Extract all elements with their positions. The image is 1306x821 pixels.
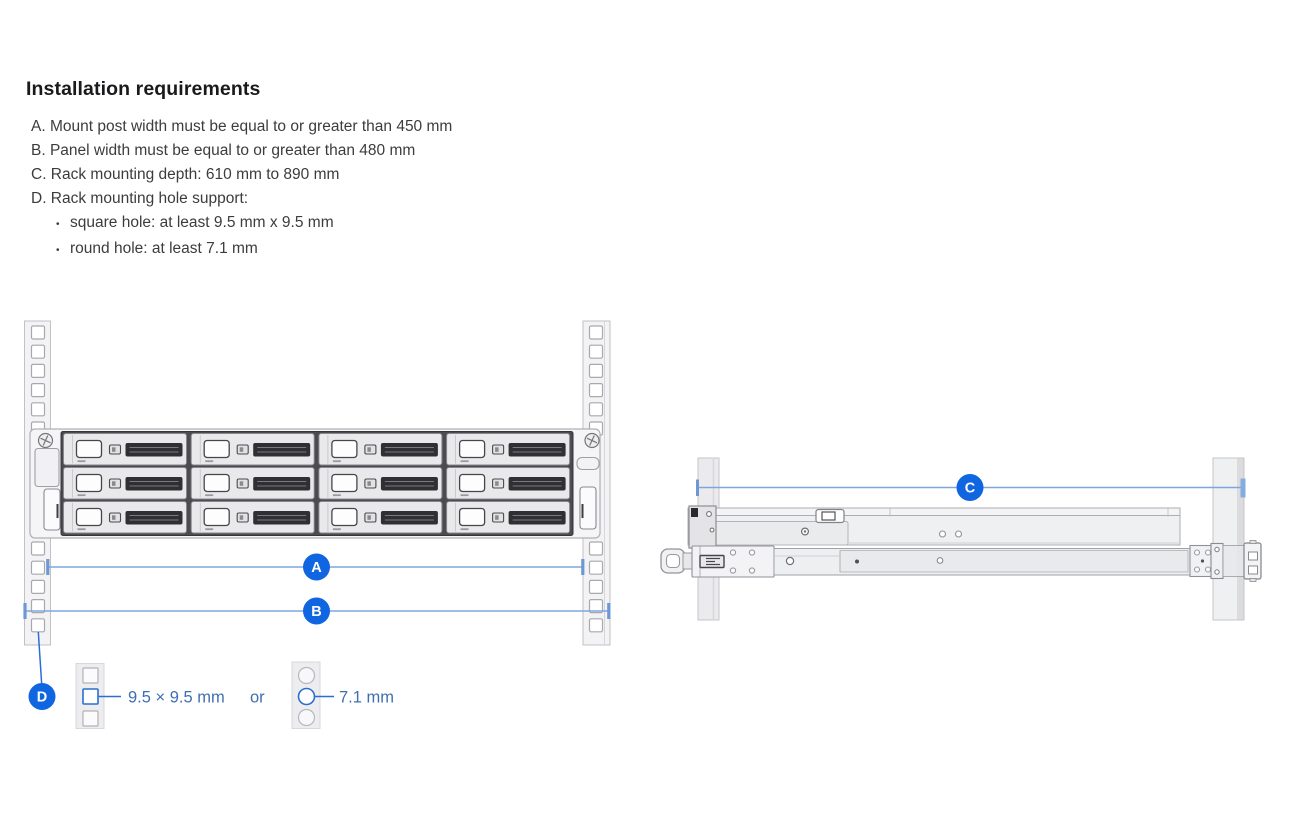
square-hole-text: square hole: at least 9.5 mm x 9.5 mm (70, 214, 334, 231)
highlighted-round-hole (297, 687, 316, 706)
sub-requirement-round-hole: • round hole: at least 7.1 mm (31, 237, 452, 263)
or-text: or (250, 689, 265, 707)
chassis-left-ear (34, 432, 61, 531)
rack-front-view-svg: A B D 9.5 × (23, 320, 611, 729)
requirement-c: C. Rack mounting depth: 610 mm to 890 mm (31, 163, 452, 187)
rail-outer-member (687, 505, 1181, 549)
dimension-d-badge (28, 683, 56, 710)
rail-front-upper-bracket (688, 505, 717, 549)
side-post-rear (1212, 457, 1245, 621)
requirement-a-text: A. Mount post width must be equal to or … (31, 118, 453, 135)
sub-requirement-square-hole: • square hole: at least 9.5 mm x 9.5 mm (31, 211, 452, 237)
rail-side-view-svg: C (660, 457, 1262, 621)
chassis-right-ear (576, 432, 600, 530)
requirement-b-text: B. Panel width must be equal to or great… (31, 142, 416, 159)
dimension-c: C (696, 474, 1246, 501)
dimension-d: D (28, 631, 56, 710)
square-hole-dimension-text: 9.5 × 9.5 mm (128, 689, 225, 707)
hole-support-sublist: • square hole: at least 9.5 mm x 9.5 mm … (31, 211, 452, 263)
round-hole-text: round hole: at least 7.1 mm (70, 240, 258, 257)
dimension-b: B (23, 597, 611, 625)
rail-latch (815, 508, 845, 524)
rail-rear-bracket (1189, 540, 1262, 582)
rack-front-view-diagram: A B D 9.5 × (20, 315, 660, 740)
rail-slide-member (660, 540, 1262, 582)
round-hole-dimension-text: 7.1 mm (339, 689, 394, 707)
requirement-c-text: C. Rack mounting depth: 610 mm to 890 mm (31, 166, 340, 183)
rail-side-view-diagram: C (660, 450, 1280, 635)
requirement-d-text: D. Rack mounting hole support: (31, 190, 249, 207)
dimension-a: A (46, 553, 585, 581)
dimension-b-badge (303, 597, 330, 625)
rail-front-slide-bracket (691, 545, 775, 578)
dimension-a-label: A (311, 560, 322, 576)
dimension-b-label: B (311, 604, 321, 620)
dimension-c-badge (956, 474, 984, 501)
highlighted-square-hole (82, 688, 99, 705)
requirement-a: A. Mount post width must be equal to or … (31, 115, 452, 139)
round-hole-detail: 7.1 mm (291, 661, 394, 729)
requirements-list: A. Mount post width must be equal to or … (31, 115, 452, 263)
square-hole-detail: 9.5 × 9.5 mm (75, 663, 225, 729)
dimension-a-badge (303, 553, 330, 581)
dimension-c-label: C (965, 481, 976, 497)
page-title: Installation requirements (26, 78, 261, 100)
rail-pull-handle (660, 548, 694, 574)
bullet-icon: • (56, 245, 60, 256)
dimension-d-label: D (37, 690, 47, 706)
requirement-b: B. Panel width must be equal to or great… (31, 139, 452, 163)
bullet-icon: • (56, 219, 60, 230)
requirement-d: D. Rack mounting hole support: • square … (31, 187, 452, 263)
